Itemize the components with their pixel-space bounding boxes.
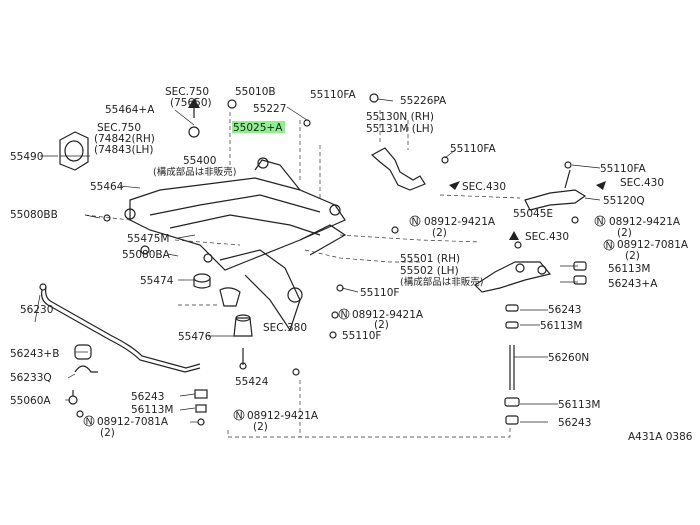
label-08912-9421A-4: 08912-9421A — [247, 410, 319, 422]
rear-subframe-member — [124, 157, 347, 332]
label-55464A: 55464+A — [105, 104, 155, 116]
label-55080BA: 55080BA — [122, 249, 171, 261]
bushing-55490 — [59, 131, 89, 171]
svg-text:N: N — [597, 217, 604, 228]
svg-text:N: N — [412, 217, 419, 228]
label-08912-9421A-3-qty: (2) — [374, 319, 389, 331]
label-55045E: 55045E — [513, 208, 553, 220]
label-55400-note: (構成部品は非販売) — [153, 166, 236, 178]
callout-08912-9421A-3: N 08912-9421A (2) — [338, 308, 424, 331]
label-08912-9421A-4-qty: (2) — [253, 421, 268, 433]
label-55400: 55400 — [183, 155, 216, 167]
label-55502-note: (構成部品は非販売) — [400, 276, 483, 288]
upper-link-55120Q — [524, 169, 587, 211]
label-56233Q: 56233Q — [10, 372, 52, 384]
label-55424: 55424 — [235, 376, 269, 388]
label-sec430-a: SEC.430 — [462, 181, 506, 193]
mount-55474 — [193, 273, 211, 289]
label-55476: 55476 — [178, 331, 212, 343]
label-55010B: 55010B — [235, 86, 276, 98]
label-55025A: 55025+A — [233, 122, 283, 134]
label-08912-9421A-3: 08912-9421A — [352, 309, 424, 321]
label-sec750-top-num: (75650) — [170, 97, 212, 109]
label-55464: 55464 — [90, 181, 124, 193]
label-08912-9421A-1: 08912-9421A — [424, 216, 496, 228]
label-56243-r: 56243 — [548, 304, 581, 316]
label-55130N: 55130N (RH) — [366, 111, 434, 123]
label-55131M: 55131M (LH) — [366, 123, 434, 135]
label-sec750-mid: SEC.750 — [97, 122, 141, 134]
label-56260N: 56260N — [548, 352, 589, 364]
label-55474: 55474 — [140, 275, 174, 287]
clamp-56233Q — [74, 365, 98, 373]
label-55502: 55502 (LH) — [400, 265, 459, 277]
label-56113M-l: 56113M — [131, 404, 173, 416]
label-56243-r2: 56243 — [558, 417, 591, 429]
stopper-55476 — [233, 314, 253, 337]
callout-08912-7081A-right: N 08912-7081A (2) — [603, 239, 689, 262]
direction-arrows — [188, 98, 606, 240]
label-sec430-c: SEC.430 — [525, 231, 569, 243]
label-sec750-lh: (74843(LH) — [94, 144, 153, 156]
svg-text:N: N — [341, 310, 348, 321]
svg-text:N: N — [236, 411, 243, 422]
label-55120Q: 55120Q — [603, 195, 645, 207]
bolt-55424 — [239, 348, 247, 370]
label-56113M-r1: 56113M — [608, 263, 650, 275]
label-08912-9421A-2: 08912-9421A — [609, 216, 681, 228]
label-56113M-r3: 56113M — [558, 399, 600, 411]
label-56243-l: 56243 — [131, 391, 164, 403]
dashed-boundary-lines — [84, 110, 521, 438]
insulator-55424 — [219, 287, 241, 307]
label-55490: 55490 — [10, 151, 43, 163]
label-55110F-a: 55110F — [360, 287, 399, 299]
label-08912-9421A-2-qty: (2) — [617, 227, 632, 239]
bolt-55060A — [68, 390, 78, 405]
leader-lines — [34, 98, 601, 423]
label-diagram-code: A431A 0386 — [628, 431, 693, 443]
label-55080BB: 55080BB — [10, 209, 58, 221]
label-sec750-top: SEC.750 — [165, 86, 209, 98]
callout-08912-9421A-1: N 08912-9421A (2) — [409, 215, 496, 239]
label-55110F-b: 55110F — [342, 330, 381, 342]
label-sec430-b: SEC.430 — [620, 177, 664, 189]
svg-text:N: N — [86, 417, 93, 428]
label-sec750-rh: (74842(RH) — [94, 133, 155, 145]
small-fasteners — [76, 93, 579, 418]
label-55110FA-mid: 55110FA — [450, 143, 496, 155]
label-55110FA-right: 55110FA — [600, 163, 646, 175]
highlight-55025A — [232, 121, 285, 133]
stabilizer-bar-56230 — [39, 283, 201, 373]
label-55226PA: 55226PA — [400, 95, 447, 107]
upper-link-55130N — [370, 147, 426, 191]
part-labels: SEC.750 (75650) 55010B 55110FA 55226PA 5… — [10, 86, 693, 443]
callout-08912-9421A-4: N 08912-9421A (2) — [233, 409, 319, 433]
callout-08912-9421A-2: N 08912-9421A (2) — [594, 215, 681, 239]
label-55060A: 55060A — [10, 395, 51, 407]
label-56243B: 56243+B — [10, 348, 59, 360]
label-08912-7081A-left-qty: (2) — [100, 427, 115, 439]
label-55475M: 55475M — [127, 233, 169, 245]
label-56243A: 56243+A — [608, 278, 658, 290]
bushing-56243-lower-left — [194, 389, 208, 426]
lower-arm-55501 — [474, 261, 552, 293]
label-55227: 55227 — [253, 103, 286, 115]
label-55110FA-top: 55110FA — [310, 89, 356, 101]
label-56113M-r2: 56113M — [540, 320, 582, 332]
svg-text:N: N — [606, 241, 613, 252]
label-56230: 56230 — [20, 304, 53, 316]
callout-08912-7081A-left: N 08912-7081A (2) — [83, 415, 169, 439]
label-sec380: SEC.380 — [263, 322, 307, 334]
label-08912-7081A-right-qty: (2) — [625, 250, 640, 262]
label-08912-7081A-right: 08912-7081A — [617, 239, 689, 251]
label-08912-7081A-left: 08912-7081A — [97, 416, 169, 428]
label-55501: 55501 (RH) — [400, 253, 460, 265]
label-08912-9421A-1-qty: (2) — [432, 227, 447, 239]
connecting-rod-56260N — [504, 261, 587, 425]
